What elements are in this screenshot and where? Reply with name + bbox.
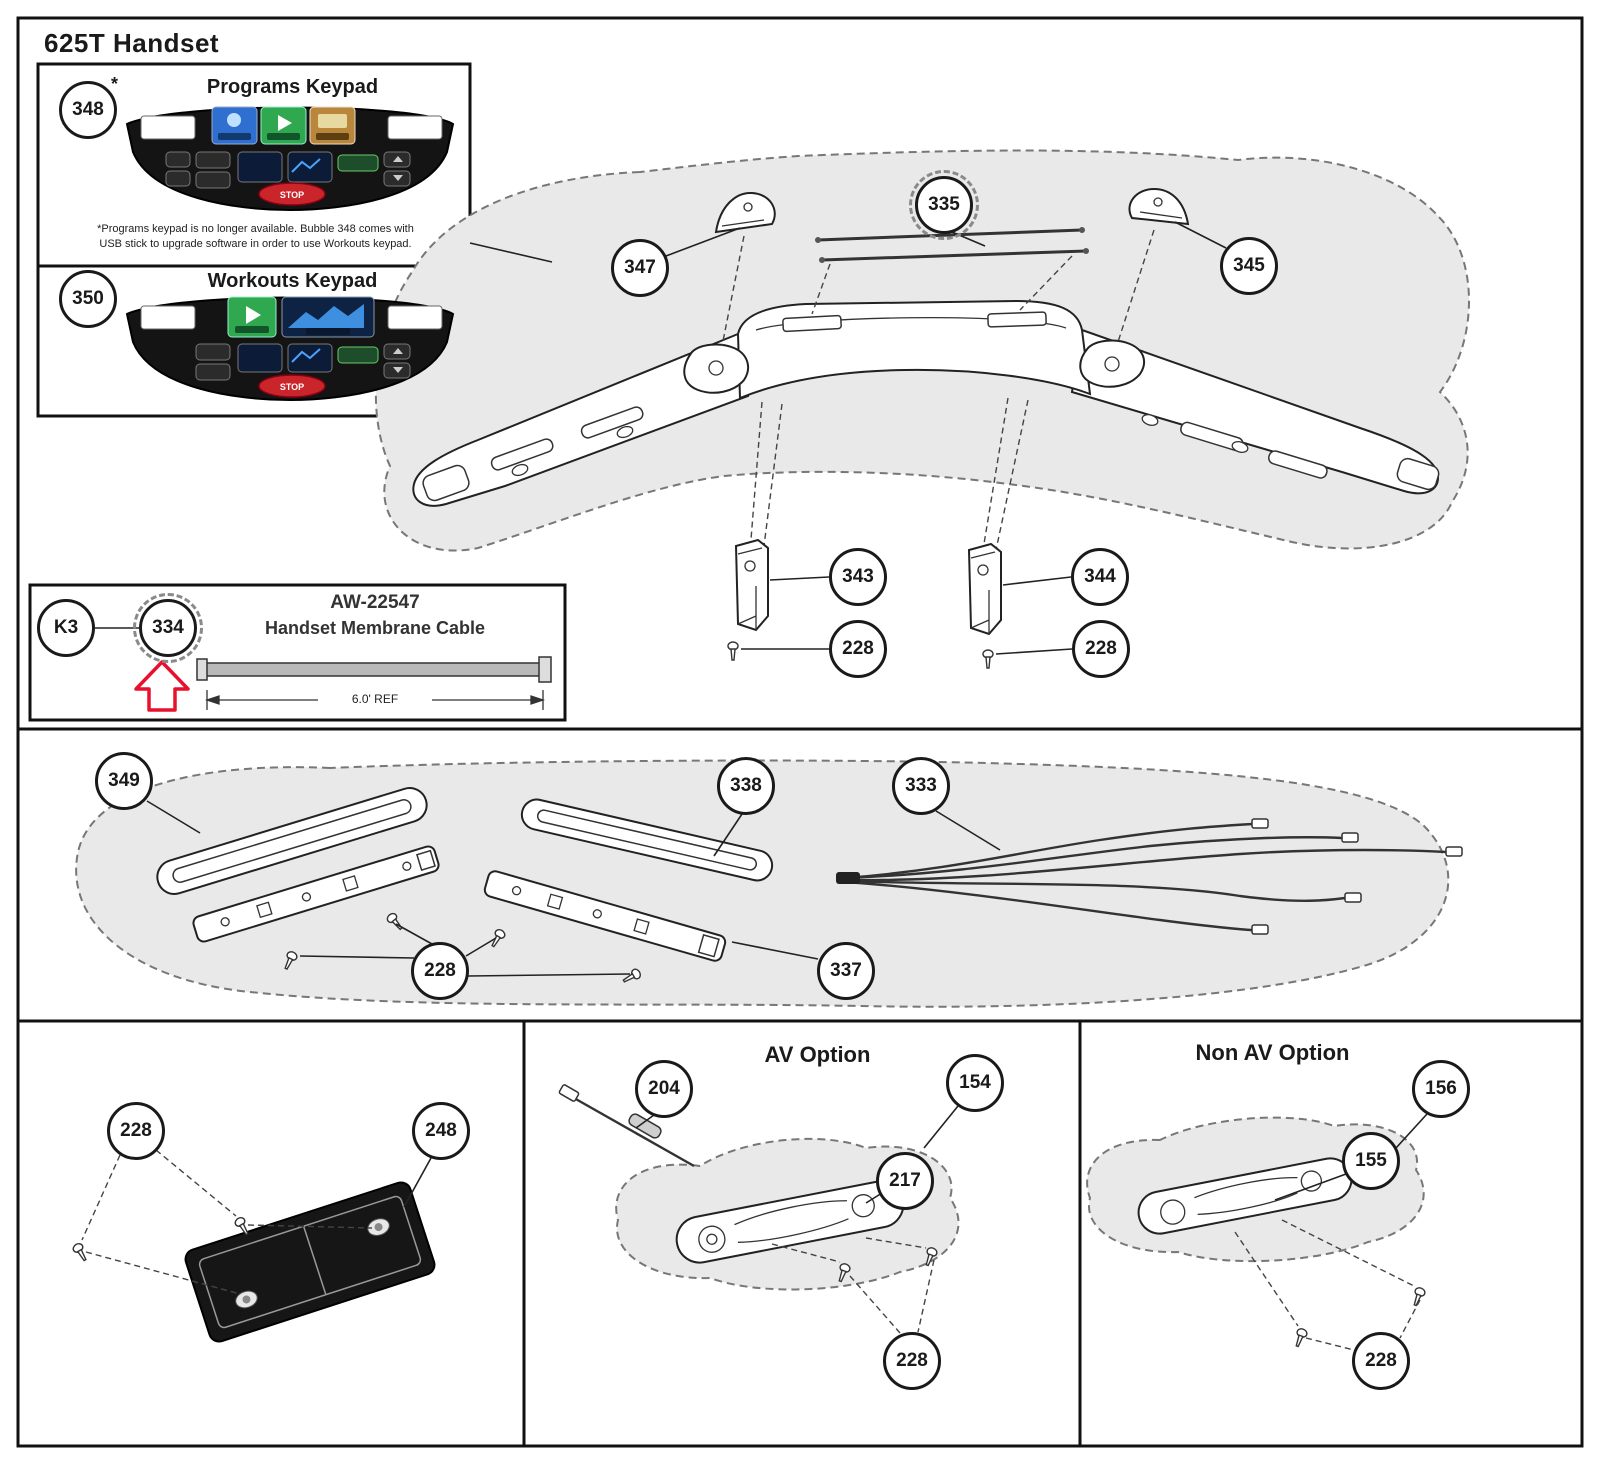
end-cap-left xyxy=(714,191,776,234)
overlay-bar-left xyxy=(156,787,428,895)
callout-228-middle: 228 xyxy=(411,942,469,1000)
callout-349: 349 xyxy=(95,752,153,810)
callout-334: 334 xyxy=(133,593,203,663)
screw xyxy=(72,1243,87,1262)
callout-228-top-right: 228 xyxy=(1072,620,1130,678)
callout-K3: K3 xyxy=(37,599,95,657)
callout-333: 333 xyxy=(892,757,950,815)
screw xyxy=(234,1217,249,1236)
screw xyxy=(925,1247,938,1267)
callout-343: 343 xyxy=(829,548,887,606)
screw xyxy=(1295,1328,1308,1348)
workouts-stop-button-label: STOP xyxy=(280,382,304,392)
av-cable xyxy=(558,1084,695,1168)
callout-154: 154 xyxy=(946,1054,1004,1112)
cable-dimension-label: 6.0' REF xyxy=(351,692,399,706)
workouts-keypad-title: Workouts Keypad xyxy=(207,270,378,292)
programs-keypad-graphic: STOP xyxy=(125,106,455,212)
callout-155: 155 xyxy=(1342,1132,1400,1190)
non-av-option-view xyxy=(1086,1113,1428,1351)
programs-stop-button-label: STOP xyxy=(280,190,304,200)
non-av-option-title: Non AV Option xyxy=(1195,1040,1350,1065)
av-speaker-bracket xyxy=(675,1180,905,1264)
middle-parts-view xyxy=(75,759,1463,1008)
av-option-title: AV Option xyxy=(764,1042,871,1067)
wire-harness xyxy=(836,818,1463,935)
callout-337: 337 xyxy=(817,942,875,1000)
screw xyxy=(1413,1287,1426,1307)
trim-bezel xyxy=(184,1181,436,1343)
callout-348: 348 * xyxy=(59,74,118,139)
callout-338: 338 xyxy=(717,757,775,815)
callout-228-top-left: 228 xyxy=(829,620,887,678)
membrane-cable-box-art xyxy=(95,627,552,712)
note-line-1: *Programs keypad is no longer available.… xyxy=(97,223,414,235)
note-line-2: USB stick to upgrade software in order t… xyxy=(99,238,412,251)
mount-bracket-left xyxy=(734,538,769,632)
screw xyxy=(727,641,739,661)
callout-217: 217 xyxy=(876,1152,934,1210)
section-frames xyxy=(16,16,1584,1448)
highlight-arrow-icon xyxy=(134,660,190,712)
programs-keypad-note: *Programs keypad is no longer available.… xyxy=(48,222,463,253)
callout-348-label: 348 xyxy=(72,99,104,120)
screw xyxy=(491,929,506,948)
callout-350: 350 xyxy=(59,270,117,328)
cable-part-number: AW-22547 xyxy=(330,592,420,613)
callout-228-nonav: 228 xyxy=(1352,1332,1410,1390)
page-title: 625T Handset xyxy=(44,28,220,58)
end-cap-right xyxy=(1128,187,1190,226)
callout-156: 156 xyxy=(1412,1060,1470,1118)
callout-344: 344 xyxy=(1071,548,1129,606)
screw xyxy=(838,1263,851,1283)
button-strip-left xyxy=(192,845,440,943)
screw xyxy=(982,649,994,669)
screw xyxy=(622,968,641,983)
callout-335: 335 xyxy=(909,170,979,240)
screw xyxy=(284,951,298,971)
workouts-keypad-graphic: STOP xyxy=(125,296,455,402)
callout-345: 345 xyxy=(1220,237,1278,295)
mount-bracket-right xyxy=(967,542,1002,636)
programs-keypad-title: Programs Keypad xyxy=(206,76,379,98)
callout-204: 204 xyxy=(635,1060,693,1118)
av-option-view xyxy=(558,1084,960,1334)
cable-part-name: Handset Membrane Cable xyxy=(264,618,486,638)
callout-248: 248 xyxy=(412,1102,470,1160)
callout-347: 347 xyxy=(611,239,669,297)
callout-348-asterisk: * xyxy=(110,74,118,94)
callout-228-bottom-left: 228 xyxy=(107,1102,165,1160)
overlay-bar-right xyxy=(520,798,774,882)
button-strip-right xyxy=(483,870,727,962)
callout-228-av: 228 xyxy=(883,1332,941,1390)
trim-piece-view xyxy=(72,1149,436,1343)
